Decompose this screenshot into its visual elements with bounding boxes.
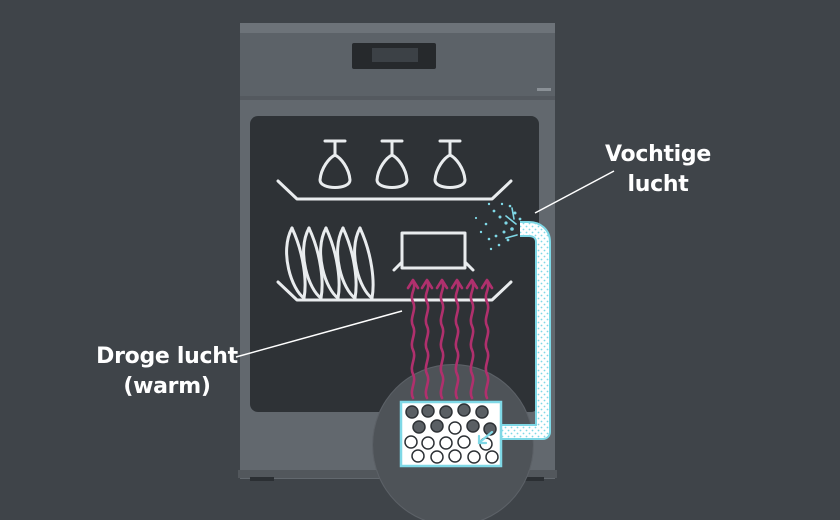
moist-air-label-line2: lucht [627, 172, 689, 197]
heat-wave-arrow-icon [435, 278, 449, 400]
heat-wave-arrow-icon [406, 278, 420, 400]
plate-icon [302, 226, 324, 300]
moist-air-label: Vochtige lucht [588, 140, 728, 200]
moisture-duct [498, 221, 551, 440]
plate-icon [285, 226, 307, 300]
dry-air-label-line2: (warm) [123, 374, 211, 399]
heat-wave-arrow-icon [420, 278, 434, 400]
heat-wave-arrow-icon [465, 278, 479, 400]
desiccant-bead-icon [404, 403, 499, 464]
heat-wave-arrow-icon [480, 278, 494, 400]
moist-air-label-line1: Vochtige [605, 142, 711, 167]
upper-rack [276, 179, 513, 201]
callout-line-moist [534, 170, 615, 214]
lower-rack [276, 280, 513, 302]
heat-wave-arrow-icon [450, 278, 464, 400]
plate-icon [336, 226, 358, 300]
moisture-flow-arrow [477, 430, 494, 445]
plate-icon [353, 226, 375, 300]
wine-glass-icon [433, 139, 467, 189]
plate-icon [319, 226, 341, 300]
control-panel-display [352, 43, 436, 69]
door-window [250, 116, 539, 412]
dry-air-label: Droge lucht (warm) [82, 342, 252, 402]
pot-icon [392, 231, 475, 272]
callout-line-dry [235, 310, 403, 358]
wine-glass-icon [375, 139, 409, 189]
vapor-stroke [505, 207, 518, 239]
wine-glass-icon [318, 139, 352, 189]
dry-air-label-line1: Droge lucht [96, 344, 238, 369]
water-droplet-icon [474, 202, 522, 251]
